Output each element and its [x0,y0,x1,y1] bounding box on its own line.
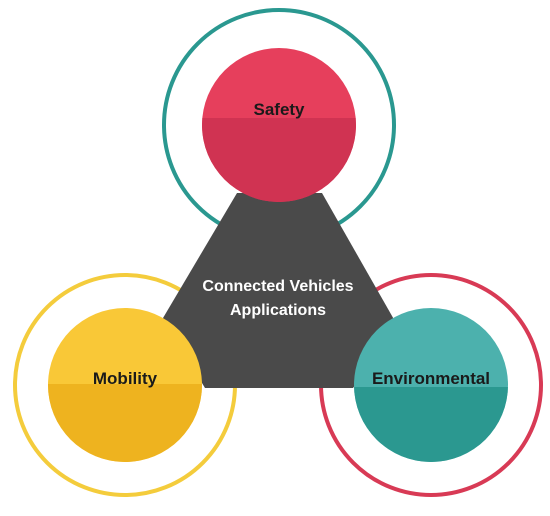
safety-label: Safety [253,100,305,119]
safety-node: Safety [202,48,356,202]
environmental-label: Environmental [372,369,490,388]
mobility-node: Mobility [48,308,202,462]
center-triangle [163,193,400,388]
center-title-line2: Applications [230,302,326,319]
center-title-line1: Connected Vehicles [202,278,353,295]
environmental-node: Environmental [354,308,508,462]
mobility-label: Mobility [93,369,158,388]
